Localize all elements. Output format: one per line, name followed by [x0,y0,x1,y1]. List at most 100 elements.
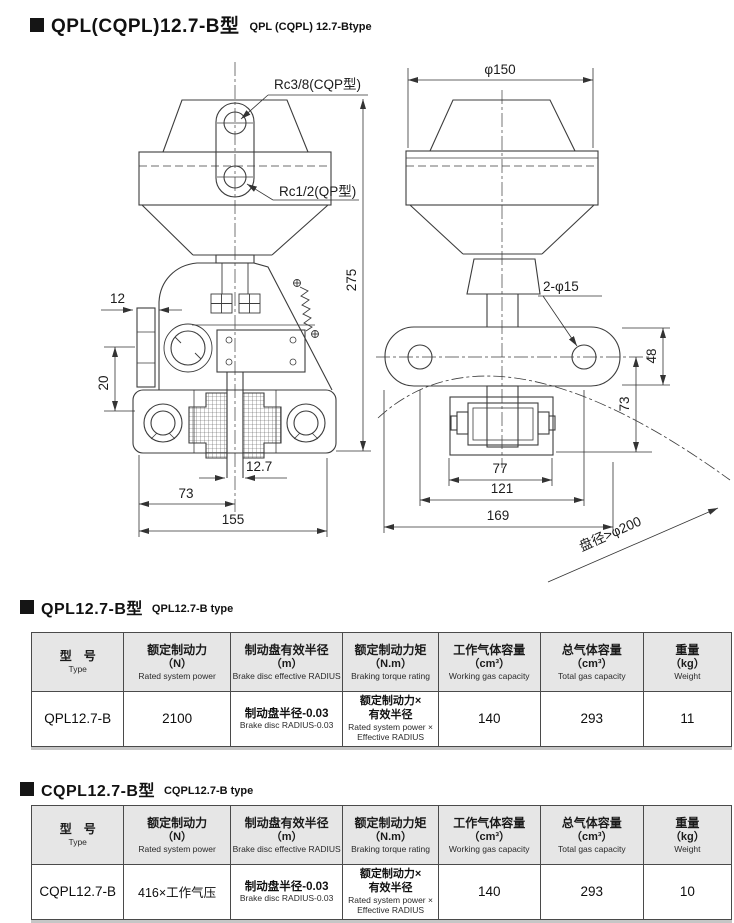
dim-73-left-label: 73 [178,486,193,501]
header-type-en: Type [68,836,87,847]
header-working-cn: 工作气体容量 [453,642,526,657]
technical-drawing: Rc3/8(CQP型) Rc1/2(QP型) 12 20 275 12.7 73… [96,62,731,583]
page-title-en: QPL (CQPL) 12.7-Btype [249,20,372,33]
port-bottom-label: Rc1/2(QP型) [279,184,356,199]
header-radius-sub: （m） [270,831,303,844]
cell-total: 293 [539,691,644,747]
header-total: 总气体容量 （cm³） Total gas capacity [539,805,644,865]
header-working-en: Working gas capacity [448,843,530,854]
rated-value: 416×工作气压 [138,886,217,900]
dim-12.7-label: 12.7 [246,459,272,474]
radius-en-value: Brake disc RADIUS-0.03 [239,720,334,731]
weight-value: 10 [679,884,695,899]
header-rated: 额定制动力 （N） Rated system power [123,632,231,692]
cover-plate [216,329,306,373]
section-title-en: QPL12.7-B type [151,602,234,615]
header-rated-sub: （N） [162,831,193,844]
table-header-row: 型 号 Type 额定制动力 （N） Rated system power 制动… [30,632,733,692]
dim-20-label: 20 [96,375,111,390]
header-type: 型 号 Type [30,805,125,865]
dim-155-label: 155 [222,512,245,527]
cell-torque: 额定制动力× 有效半径 Rated system power × Effecti… [342,691,439,747]
torque-en-value: Rated system power × Effective RADIUS [348,721,433,742]
header-torque-en: Braking torque rating [351,670,431,681]
header-radius-cn: 制动盘有效半径 [244,642,329,657]
header-radius-en: Brake disc effective RADIUS [232,843,341,854]
cell-weight: 11 [642,691,733,747]
header-rated-en: Rated system power [138,670,216,681]
total-value: 293 [580,711,604,726]
torque-cn1-value: 额定制动力× [359,868,422,881]
port-top-label: Rc3/8(CQP型) [274,77,361,92]
radius-cn-value: 制动盘半径-0.03 [244,707,329,720]
header-radius-cn: 制动盘有效半径 [244,815,329,830]
header-total-cn: 总气体容量 [561,642,622,657]
header-torque-sub: （N.m） [369,658,412,671]
mounting-flange [136,307,156,388]
header-working-sub: （cm³） [468,658,511,671]
brake-pad-left [188,392,228,459]
dim-73-right-label: 73 [617,396,632,411]
dim-48-label: 48 [644,348,659,363]
header-weight: 重量 （kg） Weight [642,805,733,865]
torque-en-value: Rated system power × Effective RADIUS [348,894,433,915]
header-total-sub: （cm³） [571,658,613,671]
tank-top-trapezoid [162,99,309,153]
right-view-dims [383,68,719,583]
cell-radius: 制动盘半径-0.03 Brake disc RADIUS-0.03 [229,864,344,920]
dim-169-label: 169 [487,508,510,523]
header-torque: 额定制动力矩 （N.m） Braking torque rating [342,632,439,692]
port-tab [215,102,255,198]
section-title-en: CQPL12.7-B type [163,784,254,797]
header-working: 工作气体容量 （cm³） Working gas capacity [437,632,541,692]
section-square-icon [30,17,44,32]
section-title-cn: CQPL12.7-B型 [41,783,155,800]
pivot-boss [163,323,213,373]
dim-dia150-label: φ150 [484,62,515,77]
lower-body [132,389,337,454]
header-torque-cn: 额定制动力矩 [354,815,427,830]
header-torque: 额定制动力矩 （N.m） Braking torque rating [342,805,439,865]
dim-121-label: 121 [491,481,514,496]
tank-neck [215,254,255,264]
table-data-row: CQPL12.7-B 416×工作气压 制动盘半径-0.03 Brake dis… [30,864,733,920]
working-value: 140 [477,711,501,726]
header-total-en: Total gas capacity [558,670,626,681]
header-type: 型 号 Type [30,632,125,692]
header-torque-cn: 额定制动力矩 [354,642,427,657]
header-working-en: Working gas capacity [448,670,530,681]
total-value: 293 [580,884,604,899]
body-left-outline [158,262,216,390]
cell-rated: 416×工作气压 [123,864,231,920]
cell-working: 140 [437,864,541,920]
header-weight-en: Weight [674,670,701,681]
header-working-sub: （cm³） [468,831,511,844]
header-weight-sub: （kg） [669,831,705,844]
header-rated-cn: 额定制动力 [147,815,208,830]
header-weight-en: Weight [674,843,701,854]
mounting-lugs [143,403,326,443]
header-working: 工作气体容量 （cm³） Working gas capacity [437,805,541,865]
table-header-row: 型 号 Type 额定制动力 （N） Rated system power 制动… [30,805,733,865]
disc-note-label: 盘径>φ200 [576,513,643,555]
cell-model: QPL12.7-B [30,691,125,747]
spring-zigzag [293,279,319,338]
header-weight: 重量 （kg） Weight [642,632,733,692]
dim-12-label: 12 [110,291,125,306]
header-radius: 制动盘有效半径 （m） Brake disc effective RADIUS [229,805,344,865]
header-total: 总气体容量 （cm³） Total gas capacity [539,632,644,692]
radius-en-value: Brake disc RADIUS-0.03 [239,893,334,904]
table-data-row: QPL12.7-B 2100 制动盘半径-0.03 Brake disc RAD… [30,691,733,747]
header-weight-sub: （kg） [669,658,705,671]
header-torque-sub: （N.m） [369,831,412,844]
header-total-sub: （cm³） [571,831,613,844]
rated-value: 2100 [162,711,193,726]
cell-radius: 制动盘半径-0.03 Brake disc RADIUS-0.03 [229,691,344,747]
mounting-plate [384,326,621,387]
header-torque-en: Braking torque rating [351,843,431,854]
header-type-en: Type [68,663,87,674]
page-title-cn: QPL(CQPL)12.7-B型 [51,16,240,37]
mount-holes-label: 2-φ15 [543,279,579,294]
qpl-spec-table-wrap: 型 号 Type 额定制动力 （N） Rated system power 制动… [30,632,733,750]
